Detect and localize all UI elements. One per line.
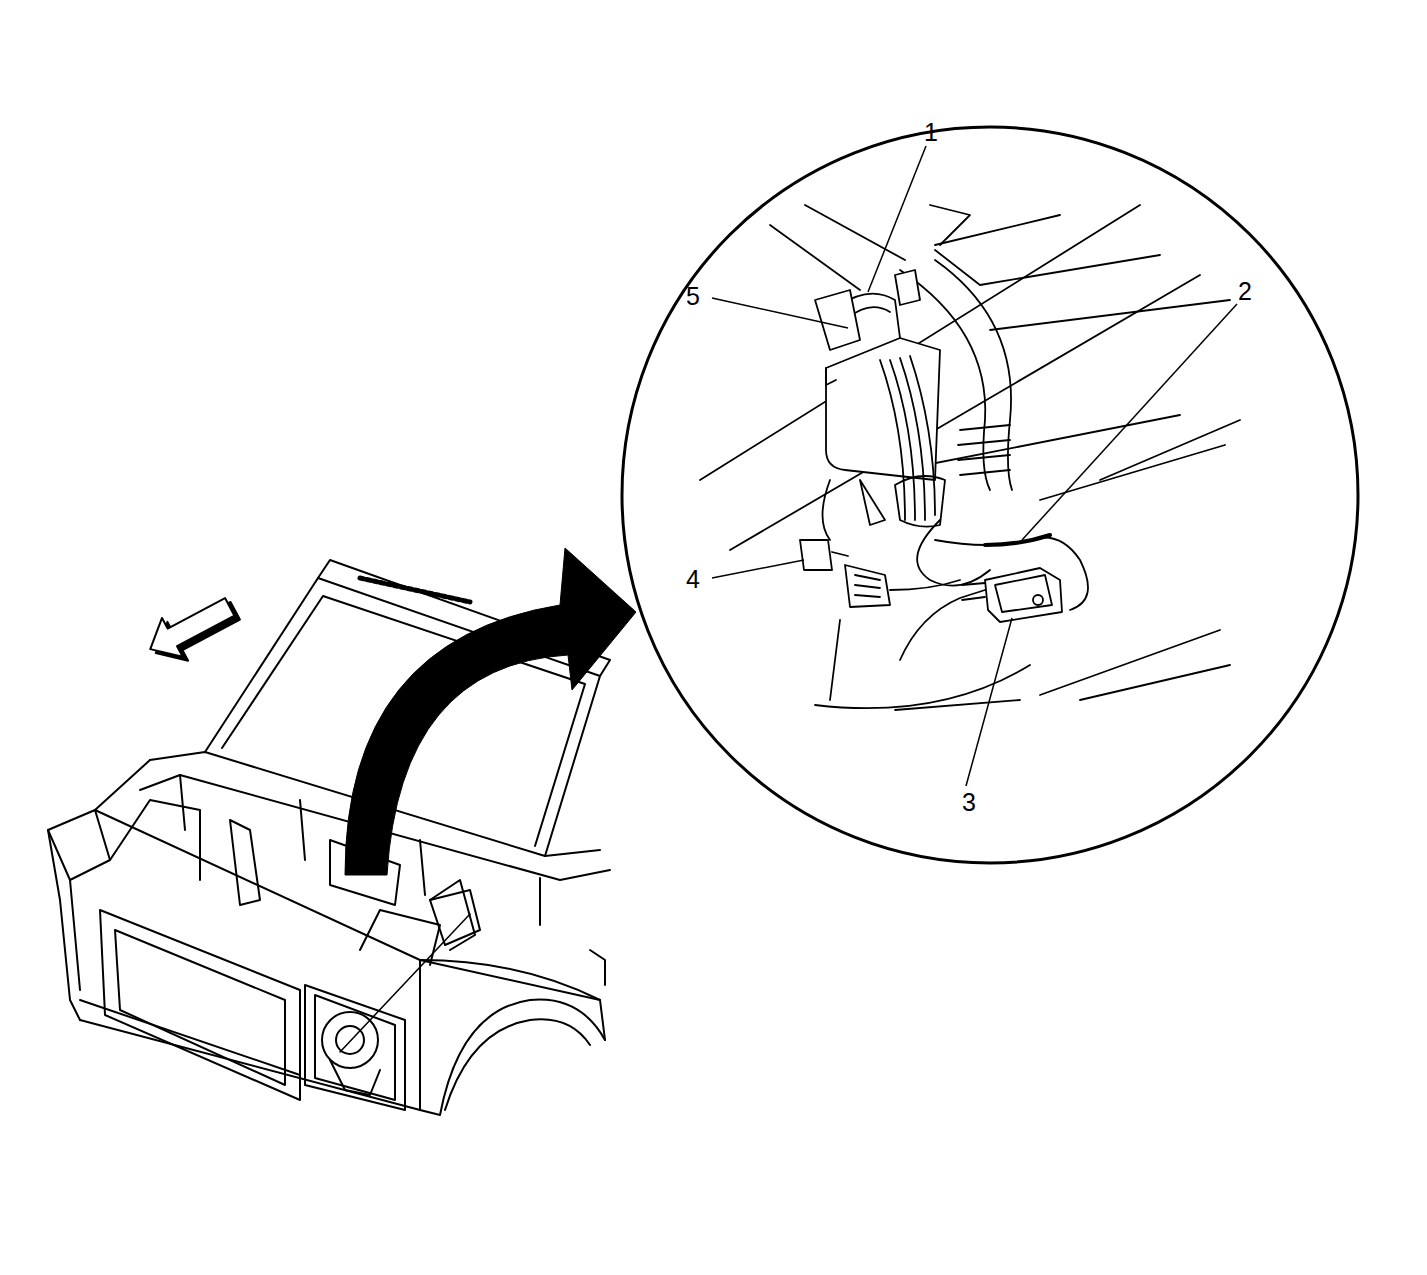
callout-number: 4 [686, 565, 700, 593]
callout-number: 1 [924, 118, 938, 146]
callout-label: 4 [686, 567, 700, 592]
callout-label: 2 [1238, 279, 1252, 304]
callout-number: 3 [962, 788, 976, 816]
leader-lines [712, 146, 1237, 786]
callout-number: 2 [1238, 277, 1252, 305]
callout-number: 5 [686, 282, 700, 310]
callout-label: 3 [962, 790, 976, 815]
callout-label: 1 [924, 120, 938, 145]
callout-label: 5 [686, 284, 700, 309]
